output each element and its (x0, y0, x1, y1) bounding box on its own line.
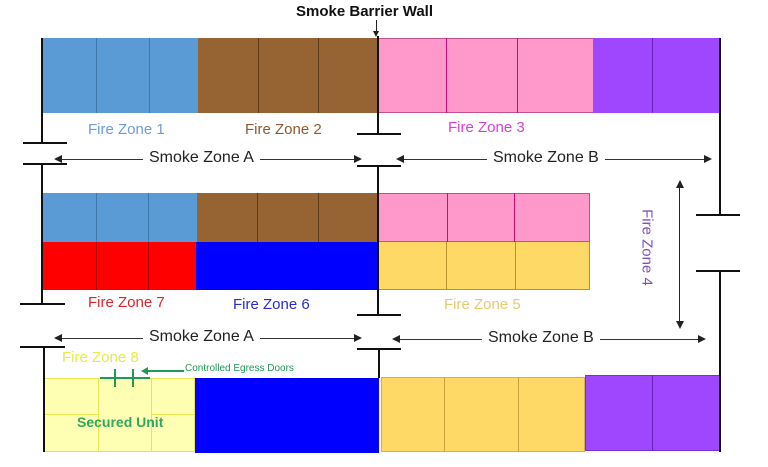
arrow-left-icon (54, 155, 62, 163)
smoke-barrier-segment (378, 348, 380, 378)
fire-zone-3-rooms (378, 38, 593, 113)
fire-zone-4-rooms-top (593, 38, 720, 113)
egress-door-left-icon (114, 369, 116, 387)
room-divider (515, 242, 516, 290)
arrow-left-icon (392, 335, 400, 343)
smoke-zone-b-top-label: Smoke Zone B (487, 149, 605, 167)
left-wall-segment (41, 38, 43, 144)
room-divider (257, 242, 258, 290)
fire-zone-5-rooms (378, 242, 590, 290)
fire-zone-8-label: Fire Zone 8 (62, 349, 139, 366)
fire-zone-7-rooms (43, 242, 196, 290)
room-divider (258, 38, 259, 113)
controlled-egress-doors-label: Controlled Egress Doors (185, 363, 294, 374)
room-divider (517, 38, 518, 113)
smoke-zone-a-bottom-label: Smoke Zone A (143, 328, 260, 346)
room-divider (96, 193, 97, 242)
doorway-jamb (23, 163, 67, 165)
fire-zone-6-rooms-bottom (195, 378, 379, 453)
room-divider (652, 38, 653, 113)
title-pointer-arrow-icon (373, 31, 379, 37)
smoke-zone-a-top-label: Smoke Zone A (143, 149, 260, 167)
room-divider (98, 378, 99, 452)
room-divider (652, 375, 653, 451)
fire-zone-2-label: Fire Zone 2 (245, 121, 322, 138)
fire-zone-7-label: Fire Zone 7 (88, 294, 165, 311)
egress-pointer-arrow-icon (141, 367, 148, 375)
smoke-zone-b-bottom-label: Smoke Zone B (482, 329, 600, 347)
room-divider (96, 242, 97, 290)
room-divider (318, 38, 319, 113)
fire-zone-1-label: Fire Zone 1 (88, 121, 165, 138)
arrow-right-icon (698, 335, 706, 343)
room-divider (44, 414, 98, 415)
right-wall-segment (719, 270, 721, 452)
room-divider (148, 193, 149, 242)
left-wall-segment (41, 163, 43, 304)
doorway-jamb (357, 133, 401, 135)
egress-pointer-line (146, 370, 184, 372)
doorway-jamb (20, 346, 65, 348)
arrow-left-icon (396, 155, 404, 163)
arrow-down-icon (676, 321, 684, 329)
room-divider (446, 242, 447, 290)
room-divider (518, 377, 519, 452)
fire-zone-3-rooms-middle (378, 193, 590, 242)
arrow-right-icon (354, 155, 362, 163)
secured-unit-label: Secured Unit (77, 414, 164, 430)
fire-zone-4-span-line (679, 184, 680, 324)
doorway-jamb (357, 314, 401, 316)
right-wall-segment (719, 38, 721, 216)
fire-zone-2-rooms (198, 38, 378, 113)
egress-door-threshold (100, 377, 150, 379)
fire-zone-8-secured-unit (44, 378, 195, 452)
arrow-right-icon (704, 155, 712, 163)
room-divider (447, 193, 448, 242)
egress-door-right-icon (132, 369, 134, 387)
room-divider (151, 414, 195, 415)
smoke-barrier-segment (377, 36, 379, 134)
fire-zone-4-label: Fire Zone 4 (638, 209, 656, 286)
fire-zone-3-label: Fire Zone 3 (448, 119, 525, 136)
doorway-jamb (20, 303, 65, 305)
room-divider (96, 38, 97, 113)
title-pointer-line (376, 20, 377, 34)
fire-zone-1-rooms (43, 38, 198, 113)
room-divider (151, 378, 152, 452)
doorway-jamb (357, 165, 401, 167)
smoke-barrier-segment (377, 165, 379, 316)
room-divider (148, 242, 149, 290)
doorway-jamb (696, 214, 740, 216)
room-divider (318, 193, 319, 242)
fire-zone-6-label: Fire Zone 6 (233, 296, 310, 313)
left-wall-segment (43, 346, 45, 452)
room-divider (444, 377, 445, 452)
room-divider (446, 38, 447, 113)
fire-zone-2-rooms-middle (197, 193, 378, 242)
arrow-up-icon (676, 180, 684, 188)
room-divider (514, 193, 515, 242)
room-divider (317, 242, 318, 290)
fire-zone-6-rooms (196, 242, 378, 290)
room-divider (257, 193, 258, 242)
smoke-barrier-wall-title: Smoke Barrier Wall (296, 3, 433, 20)
arrow-left-icon (54, 334, 62, 342)
doorway-jamb (696, 270, 740, 272)
arrow-right-icon (354, 334, 362, 342)
doorway-jamb (23, 142, 67, 144)
fire-zone-5-rooms-bottom (381, 377, 585, 452)
fire-zone-5-label: Fire Zone 5 (444, 296, 521, 313)
fire-zone-1-rooms-middle (43, 193, 197, 242)
room-divider (149, 38, 150, 113)
